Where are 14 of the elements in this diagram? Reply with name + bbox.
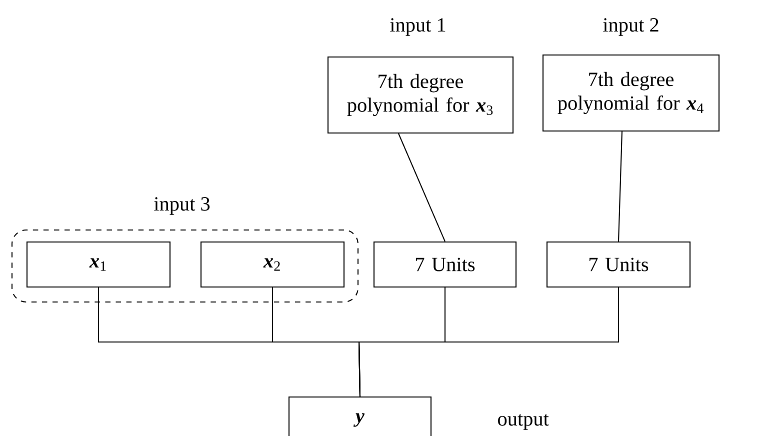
polynomial-box: 7th degree polynomial for x$_{3}$: [327, 56, 514, 134]
variable-box: x$_{1}$: [26, 241, 171, 288]
variable-box: x$_{2}$: [200, 241, 345, 288]
input-label: input 3: [154, 197, 210, 215]
connector-line: [618, 132, 623, 242]
output-label: output: [498, 414, 549, 430]
connector-line: [358, 288, 620, 396]
input-label: input 2: [603, 18, 658, 36]
units-box: 7 Units: [373, 241, 517, 288]
units-box: 7 Units: [546, 241, 691, 288]
connector-line: [398, 133, 446, 242]
output-box: y: [288, 396, 432, 436]
input-label: input 1: [390, 18, 446, 36]
polynomial-box: 7th degree polynomial for x$_{4}$: [542, 54, 720, 132]
